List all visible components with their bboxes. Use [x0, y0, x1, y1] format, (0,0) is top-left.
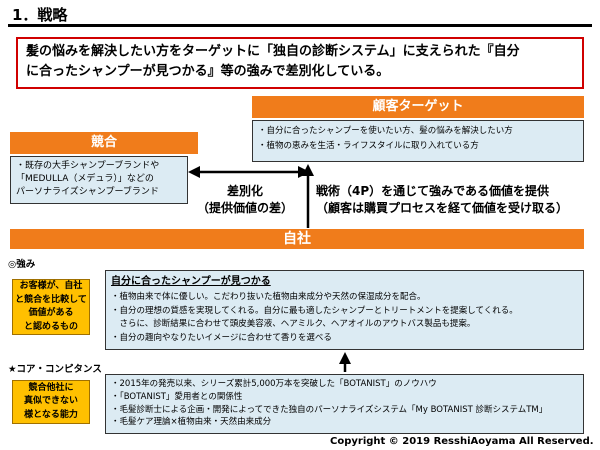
- differentiation-line-1: 差別化: [226, 184, 263, 198]
- strength-box: 自分に合ったシャンプーが見つかる ・植物由来で体に優しい。こだわり抜いた植物由来…: [105, 270, 584, 350]
- core-item: ・「BOTANIST」愛用者との関係性: [111, 391, 243, 402]
- summary-line-1: 髪の悩みを解決したい方をターゲットに「独自の診断システム」に支えられた『自分: [26, 44, 520, 59]
- title-rule: [8, 24, 592, 27]
- competition-line: パーソナライズシャンプーブランド: [16, 187, 159, 198]
- core-item: ・毛髪ケア理論×植物由来・天然由来成分: [111, 417, 272, 428]
- summary-line-2: に合ったシャンプーが見つかる』等の強みで差別化している。: [26, 64, 390, 80]
- strength-item: ・自分の趣向やなりたいイメージに合わせて香りを選べる: [111, 332, 332, 343]
- strength-side-line: 価値がある: [28, 308, 74, 318]
- strength-heading: 自分に合ったシャンプーが見つかる: [111, 276, 271, 287]
- competition-box: ・既存の大手シャンプーブランドや 「MEDULLA（メデュラ）」などの パーソナ…: [10, 156, 188, 204]
- company-header: 自社: [10, 229, 584, 249]
- core-side-line: 真似できない: [23, 396, 78, 407]
- tactics-label: 戦術（4P）を通じて強みである価値を提供 （顧客は購買プロセスを経て価値を受け取…: [316, 183, 588, 218]
- core-side-line: 競合他社に: [28, 382, 74, 393]
- target-item: ・自分に合ったシャンプーを使いたい方、髪の悩みを解決したい方: [258, 126, 513, 136]
- page-title: 1．戦略: [12, 6, 68, 24]
- strength-side-line: と認めるもの: [23, 321, 78, 332]
- competition-header: 競合: [10, 132, 198, 154]
- strength-side-line: お客様が、自社: [19, 281, 83, 291]
- strategy-summary-box: 髪の悩みを解決したい方をターゲットに「独自の診断システム」に支えられた『自分 に…: [16, 37, 584, 89]
- competition-line: 「MEDULLA（メデュラ）」などの: [16, 174, 154, 185]
- core-box: ・2015年の発売以来、シリーズ累計5,000万本を突破した「BOTANIST」…: [105, 374, 584, 434]
- strength-item: ・植物由来で体に優しい。こだわり抜いた植物由来成分や天然の保湿成分を配合。: [111, 292, 426, 302]
- strength-section-label: ◎強み: [8, 259, 36, 270]
- target-item: ・植物の恵みを生活・ライフスタイルに取り入れている方: [258, 140, 479, 151]
- core-side-line: 様となる能力: [24, 409, 78, 420]
- strength-item: さらに、診断結果に合わせて頭皮美容液、ヘアミルク、ヘアオイルのアウトバス製品も提…: [111, 319, 476, 330]
- up-arrow-icon: [339, 352, 351, 372]
- core-section-label: ★コア・コンピタンス: [8, 364, 102, 375]
- competition-line: ・既存の大手シャンプーブランドや: [16, 161, 160, 171]
- copyright: Copyright © 2019 ResshiAoyama All Reserv…: [330, 436, 594, 447]
- target-box: ・自分に合ったシャンプーを使いたい方、髪の悩みを解決したい方 ・植物の恵みを生活…: [252, 120, 584, 162]
- strength-item: ・自分の理想の質感を実現してくれる。自分に最も適したシャンプーとトリートメントを…: [111, 305, 518, 316]
- strength-side-label: お客様が、自社 と競合を比較して 価値がある と認めるもの: [12, 279, 90, 335]
- core-item: ・2015年の発売以来、シリーズ累計5,000万本を突破した「BOTANIST」…: [111, 379, 437, 389]
- tactics-line-1: 戦術（4P）を通じて強みである価値を提供: [316, 184, 550, 198]
- differentiation-line-2: （提供価値の差）: [196, 201, 293, 216]
- target-header: 顧客ターゲット: [252, 96, 584, 118]
- double-arrow-icon: [188, 166, 310, 178]
- tactics-line-2: （顧客は購買プロセスを経て価値を受け取る）: [316, 201, 569, 216]
- core-side-label: 競合他社に 真似できない 様となる能力: [12, 380, 90, 424]
- core-item: ・毛髪診断士による企画・開発によってできた独自のパーソナライズシステム「My B…: [111, 404, 548, 415]
- strength-side-line: と競合を比較して: [15, 294, 87, 305]
- differentiation-label: 差別化 （提供価値の差）: [190, 183, 300, 218]
- up-arrow-icon: [302, 164, 314, 228]
